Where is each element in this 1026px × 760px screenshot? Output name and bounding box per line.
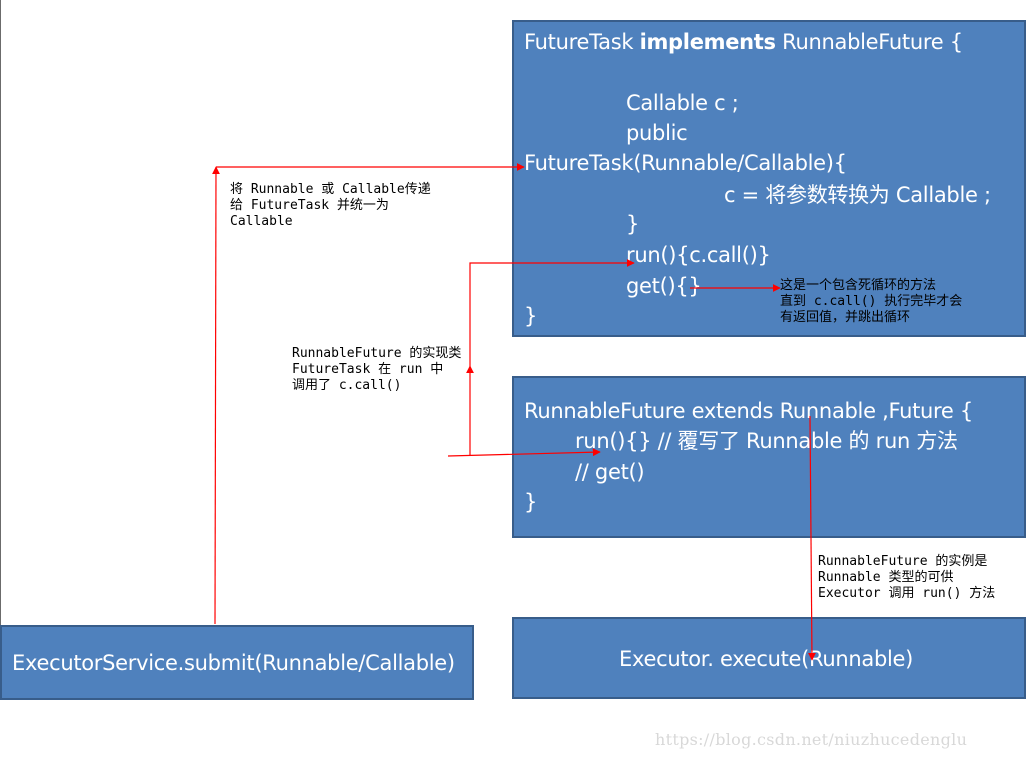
arrow-runnable-to-executor <box>807 415 816 661</box>
impl-note: RunnableFuture 的实现类 FutureTask 在 run 中 调… <box>292 346 462 393</box>
future-task-line-1: FutureTask implements RunnableFuture { <box>524 30 963 54</box>
runnable-future-line-3: // get() <box>575 460 645 484</box>
arrow-to-runnable-future-run <box>447 448 601 457</box>
left-border-line <box>0 0 1 625</box>
submit-note: 将 Runnable 或 Callable传递 给 FutureTask 并统一… <box>230 182 431 229</box>
get-note: 这是一个包含死循环的方法 直到 c.call() 执行完毕才会 有返回值，并跳出… <box>780 278 963 325</box>
future-task-line-8: get(){} <box>626 274 702 298</box>
future-task-line-4: FutureTask(Runnable/Callable){ <box>524 151 847 175</box>
executor-label: Executor. execute(Runnable) <box>619 647 914 671</box>
arrow-run-to-futuretask <box>469 259 635 366</box>
future-task-line-5: c = 将参数转换为 Callable ; <box>724 183 991 207</box>
executor-box <box>512 617 1026 699</box>
future-task-line-9: } <box>524 304 538 328</box>
future-task-line-3: public <box>626 121 688 145</box>
future-task-line-6: } <box>626 212 640 236</box>
runnable-future-line-2: run(){} // 覆写了 Runnable 的 run 方法 <box>575 429 958 453</box>
executor-service-box <box>0 625 474 700</box>
runnable-future-line-1: RunnableFuture extends Runnable ,Future … <box>524 399 973 423</box>
runnable-future-line-4: } <box>524 490 538 514</box>
future-task-line-2: Callable c ; <box>626 91 739 115</box>
watermark: https://blog.csdn.net/niuzhucedenglu <box>655 730 968 749</box>
future-task-line-7: run(){c.call()} <box>626 243 771 267</box>
runnable-future-box <box>512 376 1026 538</box>
future-task-box <box>512 20 1026 337</box>
instance-note: RunnableFuture 的实例是 Runnable 类型的可供 Execu… <box>818 554 996 601</box>
executor-service-label: ExecutorService.submit(Runnable/Callable… <box>12 651 455 675</box>
arrow-submit-to-constructor <box>211 166 220 625</box>
